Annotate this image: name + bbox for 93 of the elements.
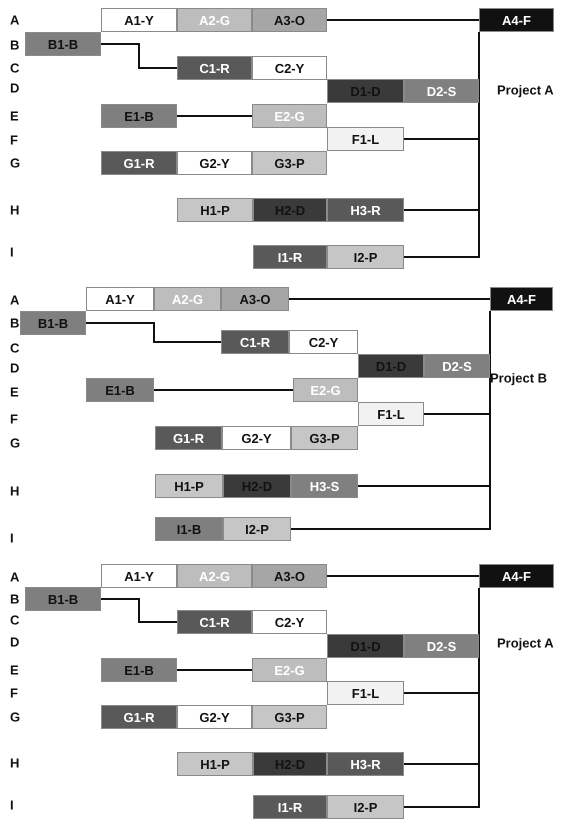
task-bar: A3-O — [252, 8, 327, 32]
task-bar: I1-B — [155, 517, 223, 541]
connector-line — [101, 43, 177, 69]
task-bar: A3-O — [252, 564, 327, 588]
task-bar: A2-G — [154, 287, 221, 311]
row-label: I — [10, 244, 14, 260]
task-bar: A1-Y — [101, 564, 177, 588]
task-bar: F1-L — [327, 127, 404, 151]
row-label: E — [10, 662, 19, 678]
row-label: G — [10, 436, 20, 450]
row-label: C — [10, 612, 20, 628]
task-bar: G2-Y — [177, 705, 252, 729]
task-bar: D2-S — [424, 354, 490, 378]
task-bar: G3-P — [291, 426, 358, 450]
connector-line — [177, 115, 252, 117]
task-bar: G1-R — [101, 705, 177, 729]
row-label: D — [10, 80, 20, 96]
row-label: H — [10, 202, 20, 218]
task-bar: H3-R — [327, 198, 404, 222]
task-bar: E1-B — [101, 104, 177, 128]
connector-line — [177, 669, 252, 671]
row-label: I — [10, 530, 14, 546]
task-bar: C2-Y — [252, 610, 327, 634]
connector-line — [86, 322, 221, 343]
task-bar: A2-G — [177, 8, 252, 32]
connector-line — [327, 575, 479, 577]
connector-line — [327, 19, 479, 21]
row-label: B — [10, 592, 20, 606]
row-label: H — [10, 756, 20, 770]
task-bar: D2-S — [404, 79, 479, 103]
task-bar: F1-L — [327, 681, 404, 705]
task-bar: C1-R — [177, 610, 252, 634]
project-label: Project A — [497, 636, 554, 650]
task-bar: G3-P — [252, 705, 327, 729]
task-bar: I2-P — [327, 795, 404, 819]
row-label: H — [10, 484, 20, 498]
row-label: F — [10, 412, 18, 426]
task-bar: I2-P — [223, 517, 291, 541]
task-bar: G2-Y — [177, 151, 252, 175]
project-label: Project B — [490, 370, 548, 386]
row-label: I — [10, 798, 14, 812]
row-label: A — [10, 570, 20, 584]
row-label: F — [10, 686, 18, 700]
row-label: E — [10, 108, 19, 124]
connector-line — [289, 298, 490, 300]
task-bar: H3-S — [291, 474, 358, 498]
task-bar: C2-Y — [252, 56, 327, 80]
row-label: A — [10, 12, 20, 28]
task-bar: G2-Y — [222, 426, 291, 450]
task-bar: A4-F — [479, 8, 554, 32]
task-bar: F1-L — [358, 402, 424, 426]
connector-line — [154, 389, 293, 391]
row-label: G — [10, 710, 20, 724]
task-bar: E2-G — [252, 104, 327, 128]
task-bar: H1-P — [177, 752, 253, 776]
task-bar: B1-B — [25, 587, 101, 611]
row-label: B — [10, 38, 20, 52]
task-bar: C1-R — [221, 330, 289, 354]
task-bar: G1-R — [101, 151, 177, 175]
task-bar: G3-P — [252, 151, 327, 175]
task-bar: E1-B — [86, 378, 154, 402]
task-bar: E1-B — [101, 658, 177, 682]
project-label: Project A — [497, 82, 554, 98]
row-label: E — [10, 384, 19, 400]
task-bar: I2-P — [327, 245, 404, 269]
task-bar: H1-P — [177, 198, 253, 222]
task-bar: B1-B — [25, 32, 101, 56]
row-label: A — [10, 292, 20, 308]
task-bar: A4-F — [490, 287, 553, 311]
task-bar: H3-R — [327, 752, 404, 776]
task-bar: A3-O — [221, 287, 289, 311]
task-bar: A2-G — [177, 564, 252, 588]
row-label: D — [10, 634, 20, 650]
connector-line — [101, 598, 177, 623]
task-bar: I1-R — [253, 245, 327, 269]
task-bar: A1-Y — [101, 8, 177, 32]
task-bar: C2-Y — [289, 330, 358, 354]
row-label: D — [10, 360, 20, 376]
task-bar: G1-R — [155, 426, 222, 450]
row-label: C — [10, 60, 20, 76]
row-label: G — [10, 156, 20, 170]
row-label: C — [10, 340, 20, 356]
task-bar: E2-G — [252, 658, 327, 682]
task-bar: C1-R — [177, 56, 252, 80]
task-bar: A4-F — [479, 564, 554, 588]
row-label: F — [10, 132, 18, 148]
task-bar: D2-S — [404, 634, 479, 658]
task-bar: E2-G — [293, 378, 358, 402]
row-label: B — [10, 316, 20, 330]
task-bar: A1-Y — [86, 287, 154, 311]
task-bar: B1-B — [20, 311, 86, 335]
task-bar: H1-P — [155, 474, 223, 498]
task-bar: I1-R — [253, 795, 327, 819]
